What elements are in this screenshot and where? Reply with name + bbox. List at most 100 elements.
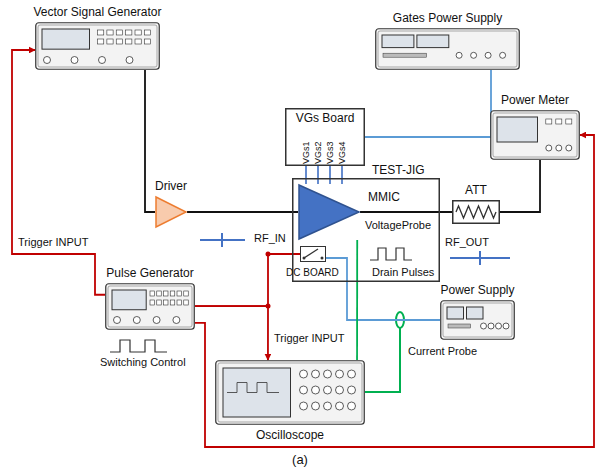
node-label: Oscilloscope: [256, 428, 324, 442]
dc-board-switch-outline: [300, 246, 326, 262]
signal-label: VoltageProbe: [365, 219, 431, 232]
drawing-part: [471, 52, 477, 58]
connector: [500, 160, 540, 212]
oscilloscope: Oscilloscope: [215, 360, 365, 425]
signal-label: Current Probe: [408, 345, 477, 358]
node-label: Power Meter: [501, 93, 569, 107]
drawing-part: [441, 301, 515, 340]
drawing-part: [106, 284, 195, 330]
bias-tick: [221, 233, 223, 247]
pin-name: VGs2: [313, 141, 323, 164]
mmic-amplifier: MMIC: [298, 184, 360, 240]
signal-label: Drain Pulses: [372, 266, 434, 279]
drawing-part: [156, 197, 186, 227]
bias-tick: [479, 251, 481, 265]
signal-label: RF_OUT: [445, 236, 489, 249]
rf-in-bias-symbol: [200, 233, 245, 247]
pulse-generator: Pulse Generator: [105, 283, 195, 330]
drawing-part: [556, 119, 562, 124]
drawing-part: [312, 370, 320, 378]
signal-label: RF_IN: [254, 232, 286, 245]
mmic-amplifier-outline: [298, 184, 360, 240]
pin-name: VGs3: [325, 141, 335, 164]
drawing-part: [98, 39, 104, 44]
power-supply-instrument: Gates Power Supply: [375, 28, 520, 70]
drawing-part: [300, 402, 308, 410]
drawing-part: [150, 300, 155, 305]
drawing-part: [382, 35, 414, 48]
pulse-generator-outline: [105, 283, 195, 330]
drawing-part: [481, 323, 487, 329]
drawing-part: [177, 300, 182, 305]
drawing-part: [417, 35, 449, 48]
drawing-part: [500, 52, 506, 58]
node-label: Driver: [155, 179, 187, 193]
connector: [12, 50, 105, 295]
drawing-part: [493, 113, 577, 157]
drawing-part: [453, 201, 500, 224]
drawing-part: [150, 291, 155, 296]
connector: [195, 254, 300, 306]
drawing-part: [324, 370, 332, 378]
drawing-part: [496, 323, 502, 329]
pin-name: VGs4: [337, 141, 347, 164]
attenuator-outline: [452, 200, 500, 224]
drawing-part: [44, 57, 51, 64]
drawing-part: [312, 386, 320, 394]
drawing-part: [467, 307, 484, 319]
node-label: TEST-JIG: [372, 163, 425, 177]
power-meter: Power Meter: [490, 110, 580, 160]
connector: [145, 70, 155, 212]
drawing-part: [376, 29, 520, 70]
drawing-part: [227, 383, 279, 393]
attenuator: ATT: [452, 200, 500, 224]
drawing-part: [546, 119, 552, 124]
current-probe-lead: [365, 328, 400, 392]
power-supply-instrument-outline: [440, 300, 515, 340]
drawing-part: [177, 291, 182, 296]
node-label: VGs Board: [296, 111, 355, 125]
drawing-part: [157, 291, 162, 296]
drawing-part: [112, 290, 146, 310]
drawing-part: [184, 291, 189, 296]
drawing-part: [42, 29, 90, 49]
connector: [329, 166, 331, 184]
drawing-part: [153, 317, 160, 324]
drawing-part: [38, 25, 157, 67]
drawing-part: [348, 370, 356, 378]
drawing-part: [170, 300, 175, 305]
drawing-part: [98, 30, 104, 35]
drawing-part: [566, 119, 572, 124]
drawing-part: [116, 30, 122, 35]
drawing-part: [348, 402, 356, 410]
drawing-part: [503, 323, 509, 329]
drawing-part: [312, 402, 320, 410]
drawing-part: [348, 386, 356, 394]
drawing-part: [324, 402, 332, 410]
power-supply-instrument-outline: [375, 28, 520, 70]
drawing-part: [157, 300, 162, 305]
drawing-part: [216, 361, 365, 425]
signal-label: Trigger INPUT: [274, 332, 345, 345]
drain-pulse-waveform: [370, 248, 412, 260]
signal-label: Trigger INPUT: [18, 236, 89, 249]
drawing-part: [71, 57, 78, 64]
drawing-part: [126, 57, 133, 64]
node-label: Vector Signal Generator: [33, 5, 161, 19]
drawing-part: [133, 317, 140, 324]
drawing-part: [135, 30, 141, 35]
pin-name: VGs1: [301, 141, 311, 164]
node-label: DC BOARD: [286, 266, 339, 280]
drawing-part: [556, 145, 562, 151]
connector: [365, 70, 491, 137]
drawing-part: [164, 300, 169, 305]
connector: [187, 211, 298, 213]
drawing-part: [218, 363, 362, 422]
drawing-part: [324, 386, 332, 394]
dc-board-switch: DC BOARD: [300, 246, 326, 262]
drawing-part: [456, 52, 462, 58]
node-label: Pulse Generator: [106, 266, 193, 280]
drawing-part: [488, 323, 494, 329]
drawing-part: [144, 39, 150, 44]
drawing-part: [447, 307, 464, 319]
